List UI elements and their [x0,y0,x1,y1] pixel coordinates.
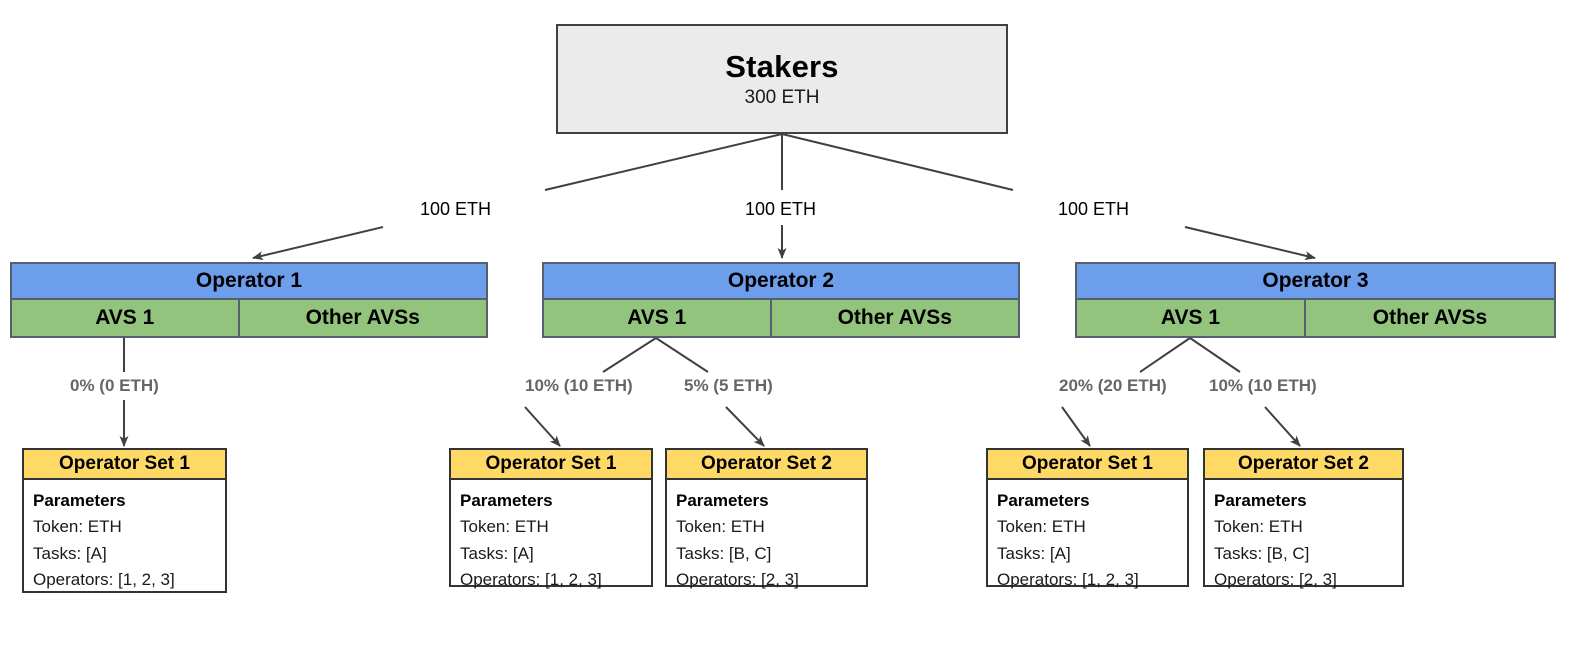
allocation-label-operator-3-set-2: 10% (10 ETH) [1209,376,1317,395]
edge-operator-2-set-2-lower [725,406,765,447]
parameters-heading: Parameters [33,491,126,510]
operator-1-avs-row: AVS 1 Other AVSs [10,300,488,338]
operator-3-avs-row: AVS 1 Other AVSs [1075,300,1556,338]
operator-node-3[interactable]: Operator 3 AVS 1 Other AVSs [1075,262,1556,338]
parameter-operators: Operators: [1, 2, 3] [460,570,602,590]
operator-set-3-1-body: Parameters Token: ETH Tasks: [A] Operato… [986,480,1189,589]
edge-operator-2-set-2-upper [655,337,709,373]
parameters-heading: Parameters [460,491,553,510]
operator-set-node-2-2[interactable]: Operator Set 2 Parameters Token: ETH Tas… [665,448,868,589]
edge-stakers-operator-1-upper [544,133,783,191]
allocation-label-operator-3-set-1: 20% (20 ETH) [1059,376,1167,395]
edge-label-stakers-operator-3: 100 ETH [1058,199,1130,219]
parameter-operators: Operators: [2, 3] [676,570,799,590]
operator-set-node-1-1[interactable]: Operator Set 1 Parameters Token: ETH Tas… [22,448,227,593]
edge-operator-3-set-2-lower [1264,406,1301,447]
parameters-heading: Parameters [997,491,1090,510]
operator-2-avs-primary[interactable]: AVS 1 [544,300,772,336]
operator-set-3-2-title: Operator Set 2 [1203,448,1404,480]
operator-set-node-3-1[interactable]: Operator Set 1 Parameters Token: ETH Tas… [986,448,1189,589]
stakers-title: Stakers [725,48,839,84]
edge-operator-3-set-1-upper [1139,337,1191,373]
parameter-tasks: Tasks: [A] [997,543,1071,563]
parameters-heading: Parameters [1214,491,1307,510]
operator-set-2-1-title: Operator Set 1 [449,448,653,480]
parameter-tasks: Tasks: [B, C] [1214,543,1310,563]
parameter-operators: Operators: [1, 2, 3] [33,570,175,590]
parameter-token: Token: ETH [676,517,765,537]
edge-operator-2-set-1-lower [524,406,561,447]
operator-set-node-2-1[interactable]: Operator Set 1 Parameters Token: ETH Tas… [449,448,653,589]
parameter-tasks: Tasks: [A] [33,543,107,563]
edge-label-stakers-operator-1: 100 ETH [420,199,492,219]
parameter-token: Token: ETH [997,517,1086,537]
operator-2-avs-row: AVS 1 Other AVSs [542,300,1020,338]
operator-set-1-1-title: Operator Set 1 [22,448,227,480]
operator-set-3-2-body: Parameters Token: ETH Tasks: [B, C] Oper… [1203,480,1404,589]
parameter-tasks: Tasks: [B, C] [676,543,772,563]
parameter-token: Token: ETH [33,517,122,537]
allocation-label-operator-2-set-1: 10% (10 ETH) [525,376,633,395]
edge-operator-3-set-2-upper [1189,337,1241,373]
edge-label-stakers-operator-2: 100 ETH [745,199,817,219]
operator-3-avs-other[interactable]: Other AVSs [1305,300,1554,336]
operator-1-avs-other[interactable]: Other AVSs [239,300,486,336]
stakers-node[interactable]: Stakers 300 ETH [556,24,1008,134]
operator-set-1-1-body: Parameters Token: ETH Tasks: [A] Operato… [22,480,227,593]
operator-1-header: Operator 1 [10,262,488,300]
stakers-amount: 300 ETH [744,86,820,108]
edge-operator-2-set-1-upper [602,337,657,373]
parameter-tasks: Tasks: [A] [460,543,534,563]
allocation-label-operator-1-set-1: 0% (0 ETH) [70,376,159,395]
operator-1-avs-primary[interactable]: AVS 1 [12,300,240,336]
edge-stakers-operator-1-lower [252,226,384,261]
parameter-token: Token: ETH [460,517,549,537]
parameter-operators: Operators: [2, 3] [1214,570,1337,590]
operator-3-avs-primary[interactable]: AVS 1 [1077,300,1306,336]
operator-set-2-2-title: Operator Set 2 [665,448,868,480]
operator-set-3-1-title: Operator Set 1 [986,448,1189,480]
edge-operator-3-set-1-lower [1061,406,1091,447]
operator-2-header: Operator 2 [542,262,1020,300]
allocation-label-operator-2-set-2: 5% (5 ETH) [684,376,773,395]
parameters-heading: Parameters [676,491,769,510]
operator-node-2[interactable]: Operator 2 AVS 1 Other AVSs [542,262,1020,338]
operator-node-1[interactable]: Operator 1 AVS 1 Other AVSs [10,262,488,338]
operator-set-2-2-body: Parameters Token: ETH Tasks: [B, C] Oper… [665,480,868,589]
edge-stakers-operator-3-lower [1184,226,1316,261]
operator-set-node-3-2[interactable]: Operator Set 2 Parameters Token: ETH Tas… [1203,448,1404,589]
parameter-operators: Operators: [1, 2, 3] [997,570,1139,590]
parameter-token: Token: ETH [1214,517,1303,537]
edge-stakers-operator-3-upper [781,133,1014,191]
operator-3-header: Operator 3 [1075,262,1556,300]
operator-2-avs-other[interactable]: Other AVSs [771,300,1018,336]
operator-set-2-1-body: Parameters Token: ETH Tasks: [A] Operato… [449,480,653,589]
